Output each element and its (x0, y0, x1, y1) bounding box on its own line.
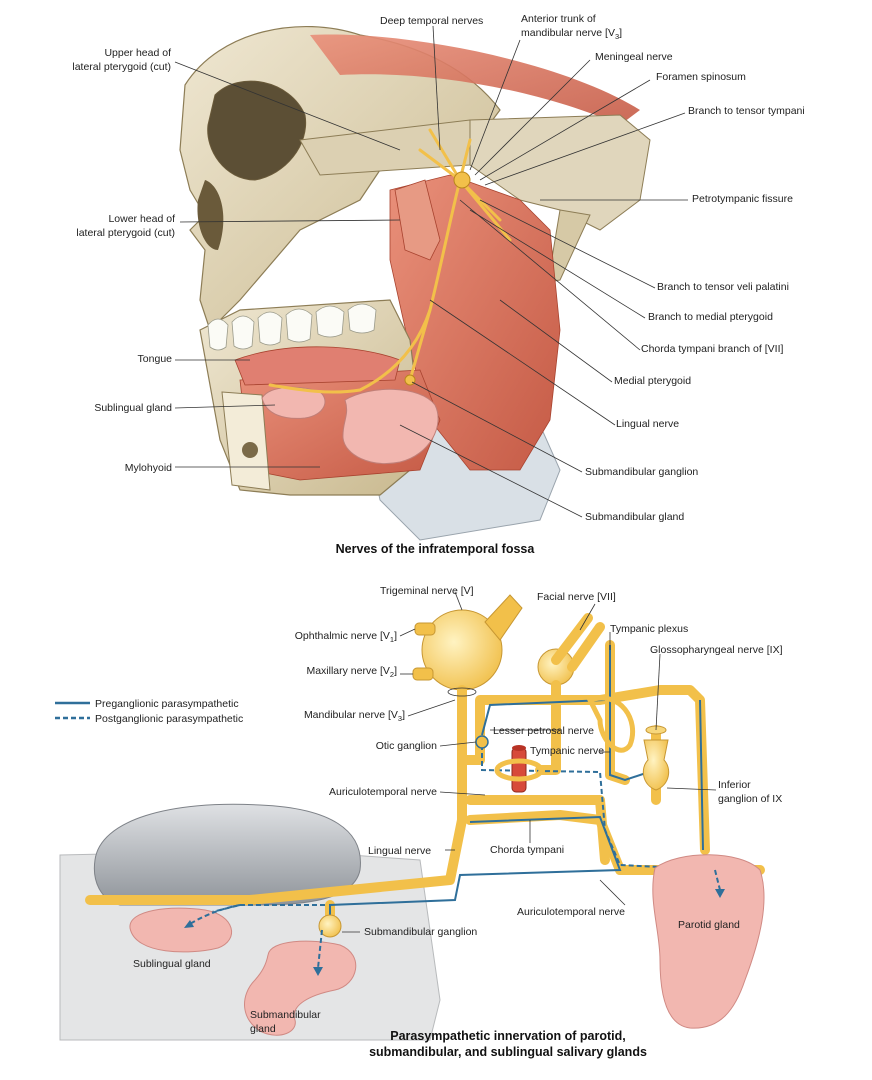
legend-preganglionic: Preganglionic parasympathetic (95, 698, 239, 710)
tongue-shape (235, 347, 400, 385)
label-submandibular-gland-2: gland (250, 1023, 276, 1035)
infratemporal-fossa-illustration (180, 27, 650, 540)
label-tensor-veli: Branch to tensor veli palatini (657, 281, 789, 293)
label-submandibular-gland-top: Submandibular gland (585, 511, 684, 523)
label-medial-pterygoid-branch: Branch to medial pterygoid (648, 311, 773, 323)
label-trigeminal: Trigeminal nerve [V] (380, 585, 474, 597)
legend: Preganglionic parasympathetic Postgangli… (55, 698, 243, 725)
bottom-figure-title-2: submandibular, and sublingual salivary g… (369, 1045, 647, 1059)
otic-ganglion-shape (476, 736, 488, 748)
submandibular-ganglion-top (405, 375, 415, 385)
inferior-ganglion-shape (643, 740, 668, 790)
label-chorda-tympani: Chorda tympani (490, 844, 564, 856)
label-mandibular: Mandibular nerve [V3] (304, 709, 405, 723)
label-anterior-trunk-2: mandibular nerve [V3] (521, 27, 622, 41)
label-lower-head-1: Lower head of (108, 213, 175, 225)
label-tensor-tympani: Branch to tensor tympani (688, 105, 805, 117)
label-tongue: Tongue (138, 353, 173, 365)
label-deep-temporal: Deep temporal nerves (380, 15, 483, 27)
bottom-figure-title-1: Parasympathetic innervation of parotid, (390, 1029, 625, 1043)
middle-meningeal-artery (512, 748, 526, 792)
maxillary-stub (413, 668, 433, 680)
parotid-gland-bottom (653, 855, 764, 1028)
label-inferior-ganglion-1: Inferior (718, 779, 751, 791)
label-meningeal: Meningeal nerve (595, 51, 673, 63)
label-tympanic-nerve: Tympanic nerve (530, 745, 604, 757)
label-sublingual-gland-top: Sublingual gland (94, 402, 172, 414)
label-upper-head-2: lateral pterygoid (cut) (72, 61, 171, 73)
sublingual-gland-bottom (130, 908, 232, 952)
label-maxillary: Maxillary nerve [V2] (306, 665, 397, 679)
label-petrotympanic: Petrotympanic fissure (692, 193, 793, 205)
label-submandibular-ganglion-top: Submandibular ganglion (585, 466, 698, 478)
label-upper-head-1: Upper head of (104, 47, 171, 59)
label-submandibular-ganglion-bottom: Submandibular ganglion (364, 926, 477, 938)
top-figure-title: Nerves of the infratemporal fossa (336, 542, 536, 556)
label-parotid-gland: Parotid gland (678, 919, 740, 931)
label-lingual-nerve-top: Lingual nerve (616, 418, 679, 430)
legend-postganglionic: Postganglionic parasympathetic (95, 713, 243, 725)
label-medial-pterygoid: Medial pterygoid (614, 375, 691, 387)
label-facial: Facial nerve [VII] (537, 591, 616, 603)
label-auriculotemporal: Auriculotemporal nerve (329, 786, 437, 798)
ophthalmic-stub (415, 623, 435, 635)
label-glossopharyngeal: Glossopharyngeal nerve [IX] (650, 644, 783, 656)
mandibular-nerve-trunk (454, 172, 470, 188)
label-auriculotemporal-2: Auriculotemporal nerve (517, 906, 625, 918)
label-otic-ganglion: Otic ganglion (376, 740, 437, 752)
label-chorda-branch: Chorda tympani branch of [VII] (641, 343, 783, 355)
label-lingual-nerve-bottom: Lingual nerve (368, 845, 431, 857)
label-submandibular-gland-1: Submandibular (250, 1009, 321, 1021)
label-ophthalmic: Ophthalmic nerve [V1] (295, 630, 397, 644)
label-sublingual-gland-bottom: Sublingual gland (133, 958, 211, 970)
label-mylohyoid: Mylohyoid (125, 462, 172, 474)
label-anterior-trunk-1: Anterior trunk of (521, 13, 596, 25)
label-lesser-petrosal: Lesser petrosal nerve (493, 725, 594, 737)
label-inferior-ganglion-2: ganglion of IX (718, 793, 782, 805)
label-lower-head-2: lateral pterygoid (cut) (76, 227, 175, 239)
label-foramen-spinosum: Foramen spinosum (656, 71, 746, 83)
label-tympanic-plexus: Tympanic plexus (610, 623, 688, 635)
parasympathetic-diagram (60, 595, 764, 1040)
